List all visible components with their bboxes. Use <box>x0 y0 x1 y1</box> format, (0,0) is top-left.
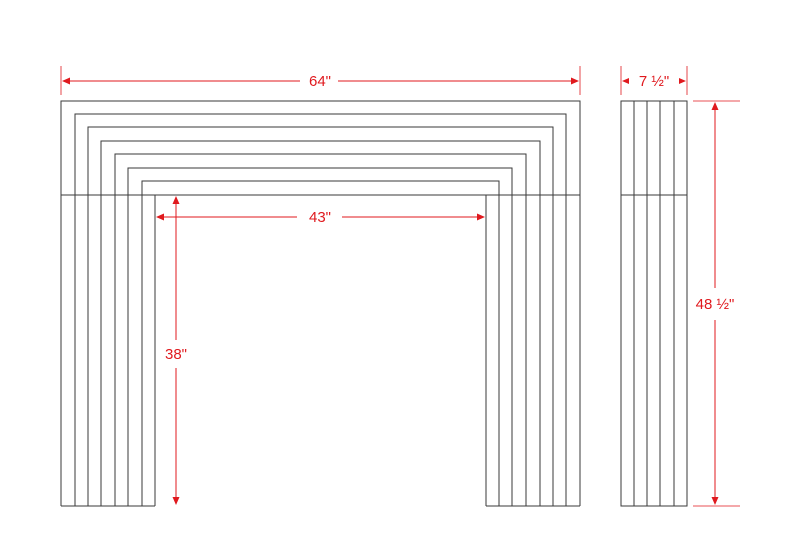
depth-label: 7 ½" <box>639 73 669 90</box>
side-view <box>620 100 688 507</box>
mantel-outline-7 <box>141 180 500 506</box>
mantel-outline-4 <box>100 140 541 506</box>
mantel-outline-5 <box>114 153 527 506</box>
mantel-outline-3 <box>87 126 554 506</box>
dimension-overall-height: 48 ½" <box>693 100 740 507</box>
dimension-opening-height: 38" <box>165 196 187 505</box>
firebox-opening <box>154 194 487 506</box>
opening-height-label: 38" <box>165 346 187 363</box>
overall-width-label: 64" <box>309 73 331 90</box>
mantel-outline-6 <box>127 167 513 506</box>
side-outline <box>620 100 688 507</box>
mantel-outline-2 <box>74 113 567 506</box>
mantel-outline-1 <box>60 100 581 506</box>
dimension-opening-width: 43" <box>156 209 485 226</box>
front-view <box>60 100 581 507</box>
opening-width-label: 43" <box>309 209 331 226</box>
dimension-depth: 7 ½" <box>620 66 688 95</box>
overall-height-label: 48 ½" <box>696 296 735 313</box>
dimension-overall-width: 64" <box>60 66 581 95</box>
